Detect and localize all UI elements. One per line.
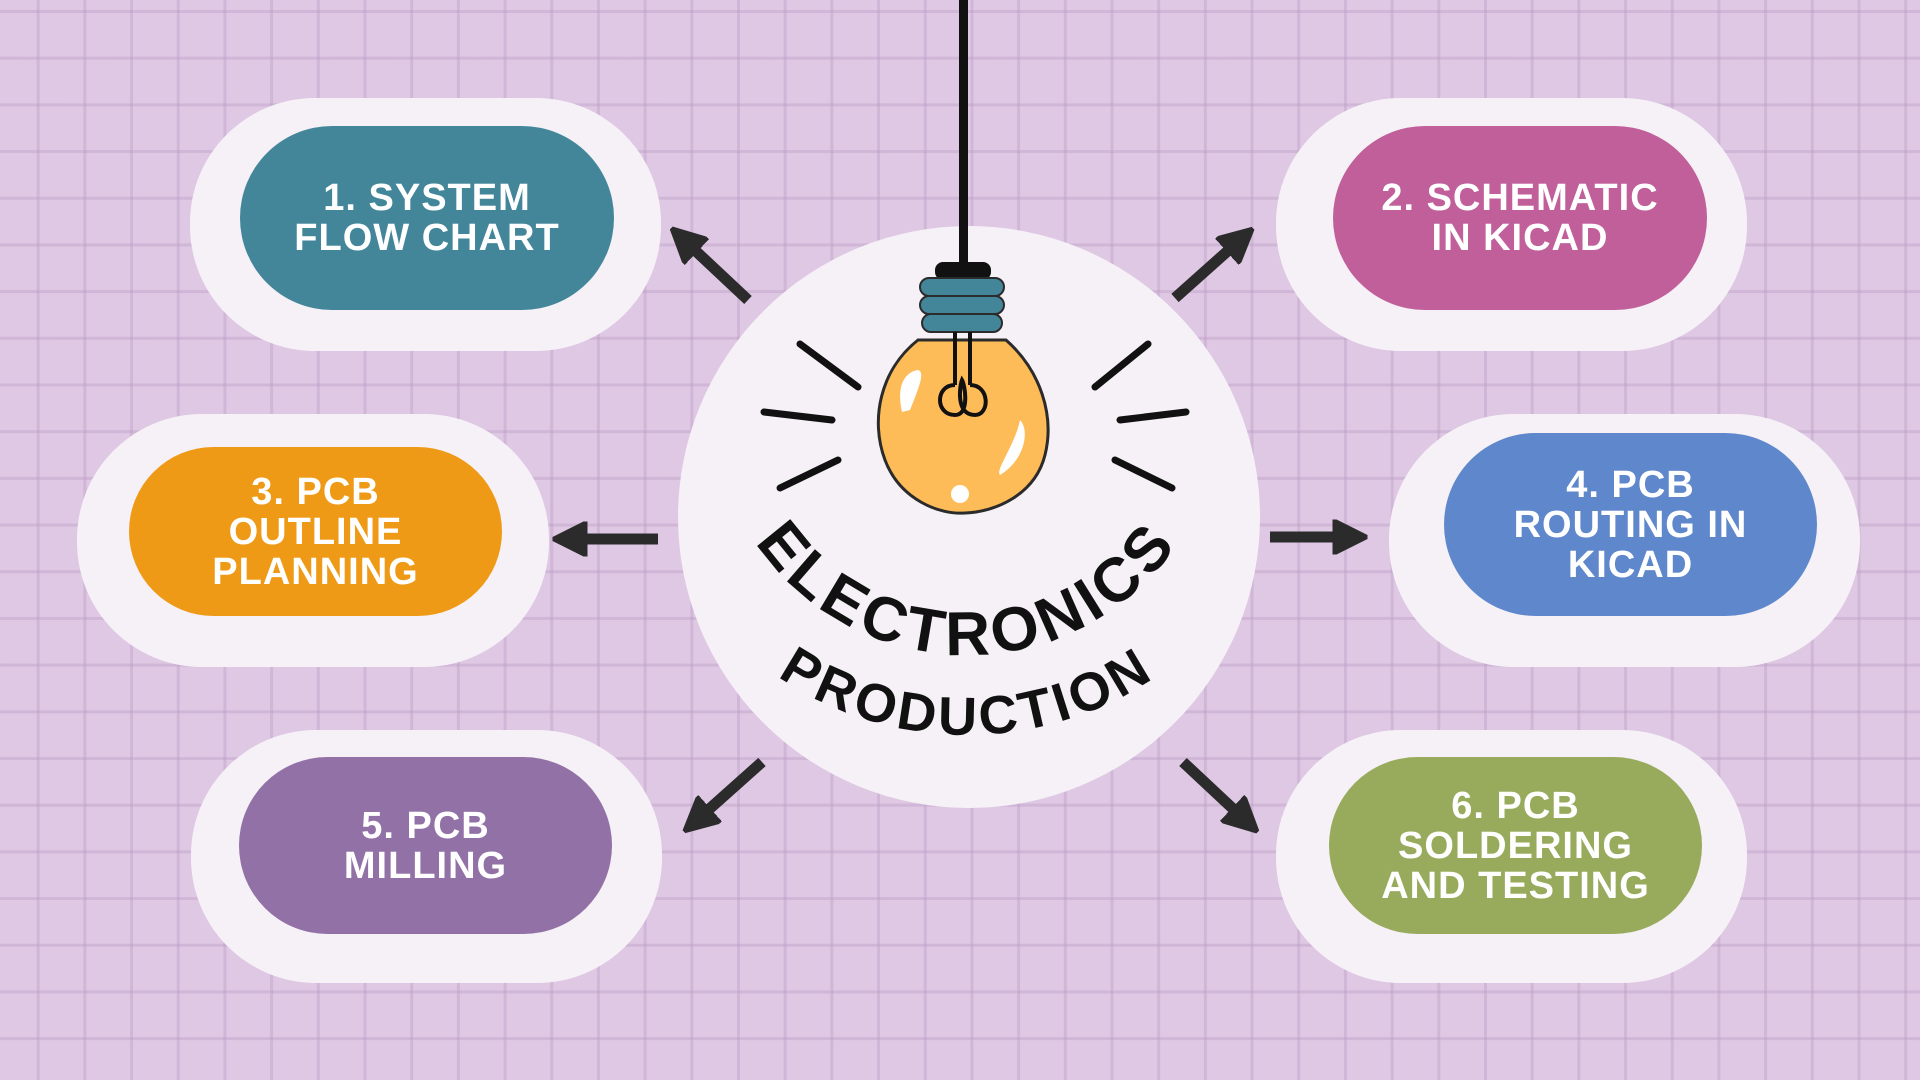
step-1-pill: 1. System Flow Chart [240,126,614,310]
step-4-pill: 4. PCB Routing in KiCad [1444,433,1817,616]
step-3-pill: 3. PCB Outline Planning [129,447,502,616]
lightbulb-icon [760,0,1190,515]
arrow-icon [570,240,1350,820]
step-2-pill: 2. Schematic in KiCad [1333,126,1707,310]
step-6-pill: 6. PCB Soldering and Testing [1329,757,1702,934]
step-5-pill: 5. PCB Milling [239,757,612,934]
